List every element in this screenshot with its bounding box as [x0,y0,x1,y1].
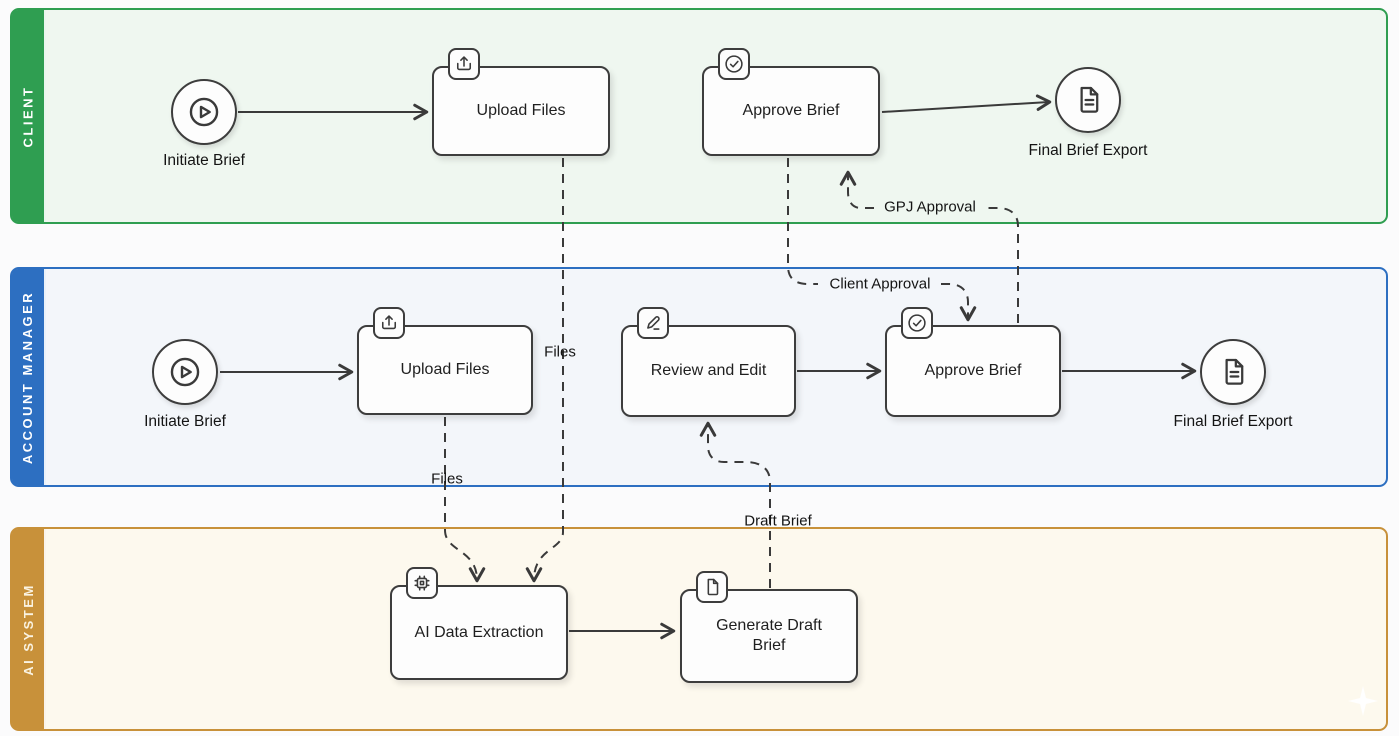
event-am-final-brief-export [1200,339,1266,405]
lane-client: CLIENT [10,8,1388,224]
upload-icon [373,307,405,339]
play-icon [167,354,203,390]
lane-account-manager-label-bar: ACCOUNT MANAGER [12,269,46,485]
task-label: Approve Brief [742,102,840,119]
task-generate-draft-brief: Generate Draft Brief [680,571,858,683]
lane-ai-system-label: AI SYSTEM [20,582,36,676]
event-label-am-initiate: Initiate Brief [144,413,226,430]
event-label-am-export: Final Brief Export [1173,413,1293,430]
edge-label-gpj-approval: GPJ Approval [884,198,976,216]
lane-client-label: CLIENT [20,85,36,147]
pencil-icon [637,307,669,339]
task-am-approve-brief: Approve Brief [885,307,1061,417]
edge-label-draft-brief: Draft Brief [744,512,812,530]
document-icon [1216,355,1250,389]
play-icon [186,94,222,130]
edge-label-files-am: Files [431,470,463,488]
check-circle-icon [901,307,933,339]
chip-icon [406,567,438,599]
lane-client-label-bar: CLIENT [12,10,46,222]
task-label: Generate Draft Brief [716,617,822,654]
check-circle-icon [718,48,750,80]
event-client-initiate-brief [171,79,237,145]
document-icon [1071,83,1105,117]
lane-account-manager-label: ACCOUNT MANAGER [20,290,36,464]
task-label: AI Data Extraction [414,623,544,641]
task-label: Review and Edit [650,362,767,379]
upload-icon [448,48,480,80]
task-label: Upload Files [476,102,566,119]
task-label: Upload Files [400,361,490,378]
event-label-client-export: Final Brief Export [1028,142,1148,159]
task-am-upload-files: Upload Files [357,307,533,415]
event-label-client-initiate: Initiate Brief [163,152,245,169]
task-client-upload-files: Upload Files [432,48,610,156]
file-icon [696,571,728,603]
task-label: Approve Brief [924,362,1022,379]
edge-label-client-approval: Client Approval [829,275,931,293]
lane-ai-system-label-bar: AI SYSTEM [12,529,46,729]
event-am-initiate-brief [152,339,218,405]
task-am-review-and-edit: Review and Edit [621,307,796,417]
event-client-final-brief-export [1055,67,1121,133]
task-ai-data-extraction: AI Data Extraction [390,567,568,680]
task-client-approve-brief: Approve Brief [702,48,880,156]
edge-label-files-client: Files [544,343,576,361]
